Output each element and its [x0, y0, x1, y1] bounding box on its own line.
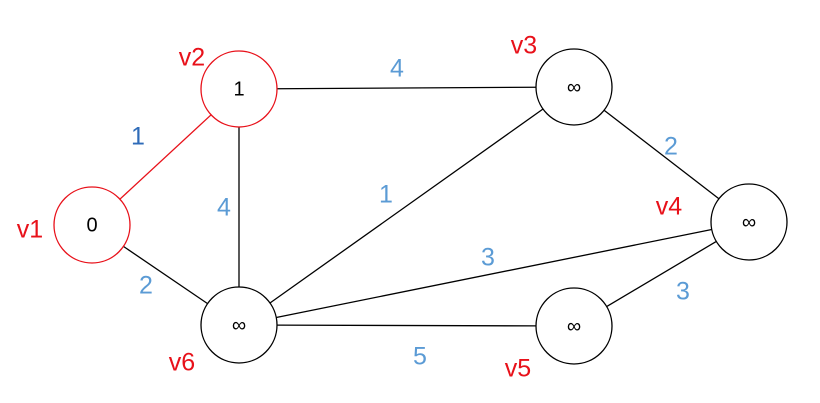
edge-weight-v6-v5: 5 [413, 343, 427, 371]
node-value-v3: ∞ [567, 76, 581, 98]
edge-weight-v2-v3: 4 [390, 55, 404, 83]
node-v4: ∞ [710, 183, 788, 261]
node-v3: ∞ [535, 48, 613, 126]
node-v2: 1 [200, 50, 278, 128]
node-label-v3: v3 [511, 32, 537, 60]
node-label-v2: v2 [179, 44, 205, 72]
edge-v6-v4 [276, 228, 712, 319]
edge-weight-v6-v4: 3 [481, 244, 495, 272]
node-value-v5: ∞ [567, 315, 581, 337]
node-v5: ∞ [535, 287, 613, 365]
edge-v5-v4 [606, 240, 717, 308]
node-label-v4: v4 [656, 193, 683, 221]
node-label-v5: v5 [505, 355, 531, 383]
node-circle-v1 [53, 186, 131, 264]
node-label-v1: v1 [17, 216, 43, 244]
edge-v2-v3 [276, 86, 537, 90]
edge-v1-v2 [119, 114, 212, 200]
node-v6: ∞ [200, 286, 278, 364]
edges-layer [119, 86, 720, 327]
nodes-layer: 0 1 ∞ ∞ ∞ ∞ [53, 48, 788, 365]
edge-v6-v5 [276, 324, 537, 327]
edge-weight-v2-v6: 4 [217, 194, 231, 222]
labels-layer: 1 2 4 4 2 1 3 5 3 v1 v2 v3 v4 v5 v6 [17, 32, 690, 383]
node-value-v4: ∞ [742, 211, 756, 233]
edge-weight-v6-v3: 1 [379, 181, 393, 209]
node-circle-v4 [710, 183, 788, 261]
edge-weight-v1-v6: 2 [139, 272, 153, 300]
node-label-v6: v6 [169, 349, 195, 377]
node-value-v6: ∞ [232, 314, 246, 336]
edge-weight-v3-v4: 2 [664, 133, 678, 161]
edge-v1-v6 [123, 245, 208, 305]
edge-v3-v4 [603, 109, 720, 200]
edge-weight-v5-v4: 3 [676, 278, 690, 306]
node-circle-v3 [535, 48, 613, 126]
edge-v6-v3 [269, 108, 544, 304]
node-value-v2: 1 [233, 78, 244, 100]
node-circle-v5 [535, 287, 613, 365]
node-v1: 0 [53, 186, 131, 264]
node-value-v1: 0 [86, 214, 97, 236]
node-circle-v6 [200, 286, 278, 364]
edge-weight-v1-v2: 1 [131, 123, 145, 151]
node-circle-v2 [200, 50, 278, 128]
